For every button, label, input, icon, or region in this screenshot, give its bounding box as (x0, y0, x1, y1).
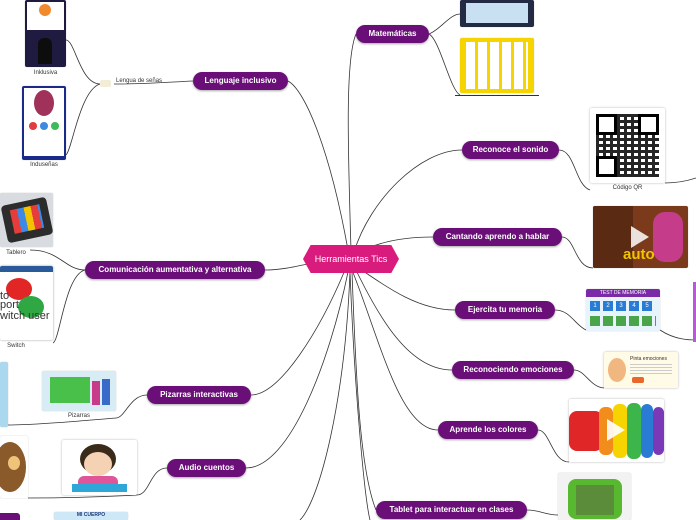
math-app-thumbnail[interactable] (460, 0, 534, 27)
connector-line (7, 417, 117, 426)
connector-line (65, 83, 101, 156)
caption-inklusiva: Inklusiva (33, 70, 58, 76)
branch-comunicacion[interactable]: Comunicación aumentativa y alternativa (85, 261, 265, 279)
underline (455, 95, 539, 96)
branch-reconociendo-emociones[interactable]: Reconociendo emociones (452, 361, 574, 379)
branch-colores[interactable]: Aprende los colores (438, 421, 538, 439)
indusenas-app-thumbnail[interactable] (22, 86, 66, 160)
switch-text-user: witch user (0, 310, 50, 322)
memoria-num: 2 (603, 301, 613, 311)
connector-line (52, 269, 86, 344)
subtopic-lengua-senas[interactable]: Lengua de señas (116, 78, 163, 84)
bottom-left-node-stub[interactable] (0, 513, 20, 520)
memoria-num: 4 (629, 301, 639, 311)
connector-line (353, 149, 463, 253)
branch-matematicas[interactable]: Matemáticas (356, 25, 429, 43)
memoria-num: 1 (590, 301, 600, 311)
connector-line (573, 369, 605, 389)
play-icon[interactable] (607, 419, 625, 441)
connector-line (245, 271, 349, 469)
colores-video-thumbnail[interactable] (569, 399, 664, 462)
connector-line (351, 271, 377, 511)
caption-indusenas: Induseñas (30, 162, 58, 168)
emociones-image[interactable]: Pinta emociones (604, 352, 678, 388)
connector-line (287, 80, 349, 251)
branch-lenguaje-inclusivo[interactable]: Lenguaje inclusivo (193, 72, 288, 90)
memoria-title: TEST DE MEMORIA (586, 289, 660, 297)
caption-qr: Código QR (612, 185, 643, 191)
connector-line (27, 494, 138, 499)
connector-line (347, 33, 357, 251)
memoria-num: 5 (642, 301, 652, 311)
connector-line (561, 236, 594, 269)
memoria-num: 3 (616, 301, 626, 311)
connector-line (526, 509, 559, 516)
right-edge-partial-image[interactable] (693, 282, 696, 342)
inklusiva-app-thumbnail[interactable] (25, 0, 66, 67)
caption-tablero: Tablero (6, 250, 26, 256)
mi-cuerpo-image[interactable]: MI CUERPO (54, 512, 128, 520)
branch-reconoce-sonido[interactable]: Reconoce el sonido (462, 141, 559, 159)
pizarra-partial-image[interactable] (0, 362, 8, 427)
connector-line (537, 429, 570, 463)
memoria-test-image[interactable]: TEST DE MEMORIA 1 2 3 4 5 (586, 289, 660, 331)
central-topic[interactable]: Herramientas Tics (303, 245, 399, 273)
connector-line (29, 249, 86, 271)
connector-line (428, 13, 461, 35)
connector-line (351, 269, 439, 431)
mi-cuerpo-title: MI CUERPO (76, 512, 106, 518)
audio-cuentos-image[interactable] (62, 440, 137, 495)
play-icon[interactable] (631, 226, 649, 248)
connector-line (113, 80, 194, 85)
connector-line (115, 394, 148, 419)
caption-switch: Switch (7, 343, 25, 349)
math-board-thumbnail[interactable] (460, 38, 534, 93)
caption-pizarras: Pizarras (67, 413, 90, 419)
hedgehog-image[interactable] (0, 436, 28, 498)
connector-line (250, 269, 346, 396)
switch-text-to: to (0, 290, 10, 302)
connector-line (664, 177, 696, 184)
tablet-image[interactable] (558, 473, 631, 520)
branch-tablet[interactable]: Tablet para interactuar en clases (376, 501, 527, 519)
connector-line (349, 271, 371, 520)
auto-word: auto (623, 246, 655, 263)
cantando-video-thumbnail[interactable]: auto (593, 206, 688, 268)
tablero-image[interactable] (0, 193, 53, 247)
qr-code-image[interactable] (590, 108, 665, 183)
switch-image[interactable]: to port witch user (0, 266, 53, 340)
connector-line (354, 267, 453, 371)
connector-line (659, 329, 696, 341)
connector-line (65, 39, 101, 85)
switch-text-port: port (0, 299, 19, 311)
emociones-title: Pinta emociones (630, 356, 667, 362)
branch-cantando[interactable]: Cantando aprendo a hablar (433, 228, 562, 246)
subtopic-icon (100, 80, 111, 87)
pizarras-image[interactable] (42, 371, 116, 411)
branch-pizarras[interactable]: Pizarras interactivas (147, 386, 251, 404)
connector-line (299, 271, 351, 520)
branch-audio-cuentos[interactable]: Audio cuentos (167, 459, 246, 477)
connector-line (554, 309, 587, 331)
connector-line (136, 467, 168, 496)
connector-line (428, 33, 461, 96)
branch-ejercita-memoria[interactable]: Ejercita tu memoria (455, 301, 555, 319)
connector-line (558, 149, 591, 191)
connector-line (355, 265, 456, 311)
